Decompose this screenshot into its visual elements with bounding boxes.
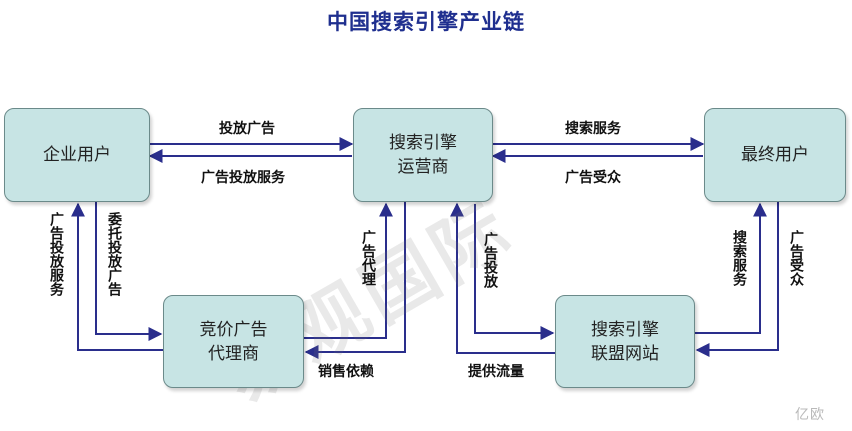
node-alliance-site: 搜索引擎 联盟网站 [555,295,695,388]
node-enterprise-user: 企业用户 [4,108,150,202]
label-alliance-to-operator: 提供流量 [468,364,524,380]
label-enduser-to-alliance: 广告受众 [788,230,804,286]
label-enterprise-to-agent-left: 广告投放服务 [48,212,64,296]
label-alliance-to-enduser: 搜索服务 [731,230,747,286]
node-alliance-site-line2: 联盟网站 [591,343,659,364]
label-enterprise-to-operator: 投放广告 [219,121,275,137]
label-operator-to-agent: 销售依赖 [318,364,374,380]
brand-logo: 亿欧 [795,407,825,423]
node-bidding-agent-line1: 竞价广告 [199,319,268,340]
node-bidding-agent: 竞价广告 代理商 [163,295,304,388]
arrow-operator-to-alliance [474,204,555,340]
node-search-operator-line1: 搜索引擎 [389,133,457,153]
node-enterprise-user-label: 企业用户 [43,145,111,165]
label-operator-to-alliance: 广告投放 [482,232,498,288]
node-search-operator-line2: 运营商 [397,157,449,177]
label-enduser-to-operator: 广告受众 [565,170,621,186]
node-search-operator: 搜索引擎 运营商 [353,108,493,202]
node-alliance-site-line1: 搜索引擎 [591,319,659,340]
node-bidding-agent-line2: 代理商 [208,343,259,364]
diagram-title: 中国搜索引擎产业链 [327,10,525,34]
arrow-agent-to-operator [304,202,393,339]
arrow-agent-to-enterprise [71,202,163,351]
label-operator-to-enterprise: 广告投放服务 [201,170,285,186]
node-end-user-label: 最终用户 [741,145,809,165]
label-operator-to-enduser: 搜索服务 [565,121,621,137]
label-agent-to-operator: 广告代理 [360,230,376,286]
arrow-alliance-to-enduser [695,202,767,334]
arrow-enterprise-to-agent [95,202,163,341]
arrow-alliance-to-operator [450,202,555,354]
label-enterprise-to-agent-right: 委托投放广告 [106,212,122,296]
arrow-operator-to-agent [304,202,406,359]
node-end-user: 最终用户 [704,108,846,202]
arrow-enduser-to-alliance [695,202,779,357]
